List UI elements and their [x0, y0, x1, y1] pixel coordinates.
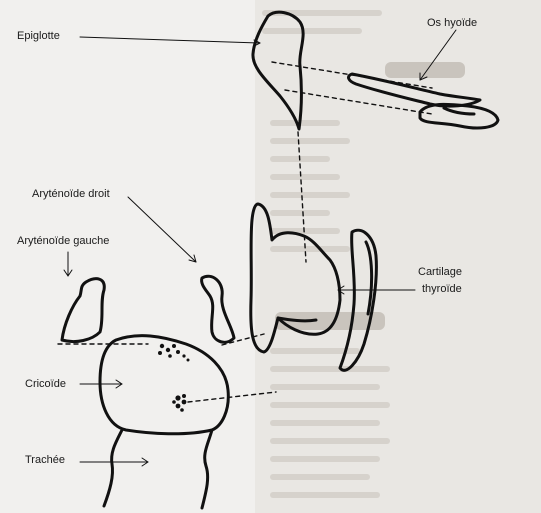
- cricoide-stipple: [158, 344, 190, 412]
- label-epiglotte: Epiglotte: [17, 30, 60, 43]
- arytenoide-gauche-shape: [62, 279, 104, 342]
- trachee-shape: [104, 430, 212, 508]
- label-os-hyoide: Os hyoïde: [427, 17, 477, 30]
- label-cartilage-thyroide-line2: thyroïde: [422, 283, 462, 296]
- label-arytenoide-droit: Aryténoïde droit: [32, 188, 110, 201]
- arytenoide-droit-arrow: [128, 197, 196, 262]
- label-cricoide: Cricoïde: [25, 378, 66, 391]
- cricoide-shape: [100, 336, 228, 434]
- background-page-texture: [255, 0, 541, 513]
- label-trachee: Trachée: [25, 454, 65, 467]
- label-arytenoide-gauche: Aryténoïde gauche: [17, 235, 109, 248]
- epiglotte-arrow: [80, 37, 260, 43]
- arytenoide-droit-shape: [202, 276, 234, 342]
- label-cartilage-thyroide-line1: Cartilage: [418, 266, 462, 279]
